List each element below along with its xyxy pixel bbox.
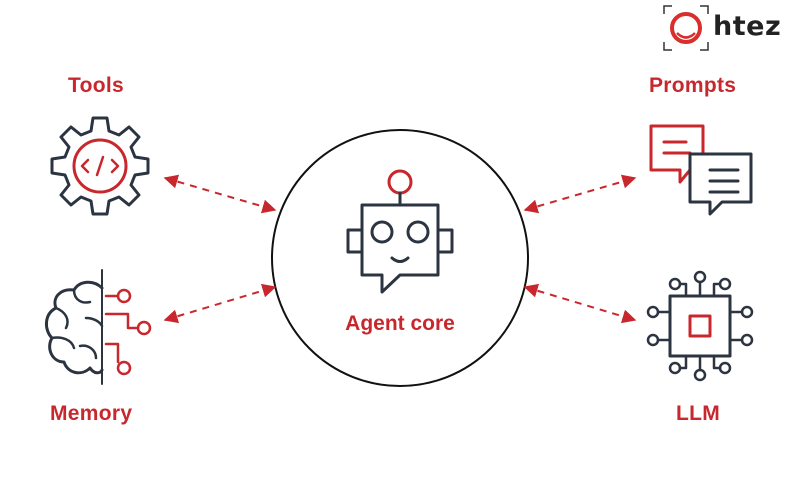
arrow-llm	[523, 283, 637, 324]
robot-icon	[346, 169, 454, 294]
arrow-memory	[163, 283, 277, 324]
arrow-tools	[163, 174, 277, 214]
chat-bubbles-icon	[649, 124, 753, 216]
agent-core-circle	[271, 129, 529, 387]
llm-label: LLM	[676, 402, 721, 425]
memory-label: Memory	[50, 402, 133, 425]
agent-core-label: Agent core	[345, 312, 455, 335]
logo-text: htez	[713, 11, 782, 42]
gear-code-icon	[50, 116, 150, 216]
chip-icon	[646, 270, 754, 382]
arrow-prompts	[523, 174, 637, 214]
logo-mark-icon	[663, 5, 709, 51]
tools-label: Tools	[68, 74, 124, 97]
prompts-label: Prompts	[649, 74, 737, 97]
brain-circuit-icon	[45, 269, 152, 385]
